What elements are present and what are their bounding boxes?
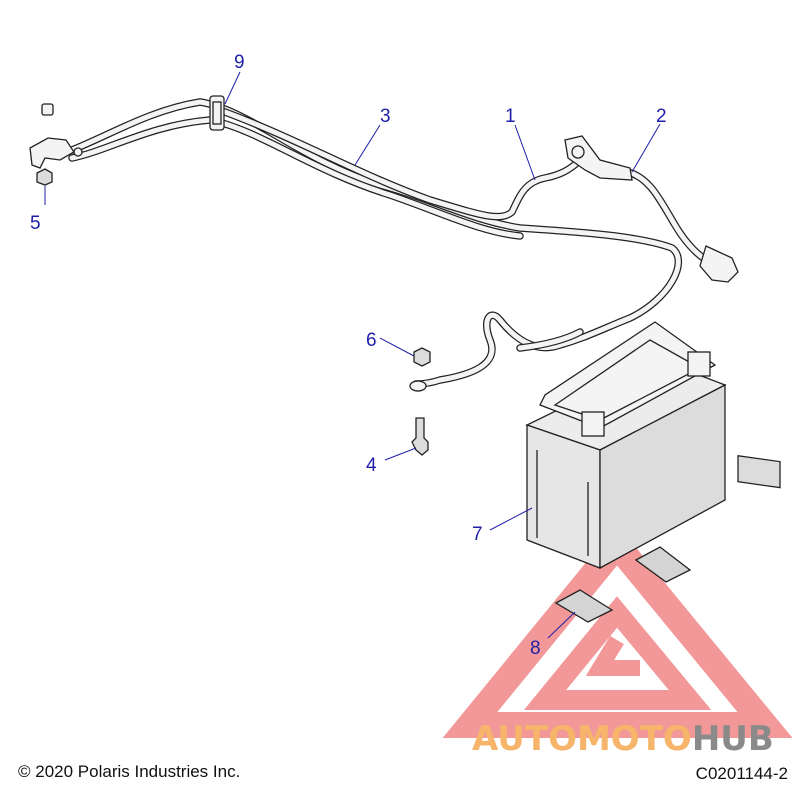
watermark-brand-part1: AUTOMOTO	[472, 719, 692, 759]
callout-3: 3	[380, 106, 391, 127]
callout-9: 9	[234, 52, 245, 73]
callout-labels: 1 2 3 4 5 6 7 8 9	[30, 52, 667, 659]
callout-2: 2	[656, 106, 667, 127]
pads-8	[554, 454, 781, 623]
copyright-notice: © 2020 Polaris Industries Inc.	[18, 762, 241, 781]
nut-6	[413, 347, 431, 367]
bolt-4	[411, 417, 429, 456]
callout-7: 7	[472, 524, 483, 545]
callout-1: 1	[505, 106, 516, 127]
nut-5	[36, 168, 53, 186]
ring-terminal	[409, 380, 427, 392]
watermark-logo	[442, 524, 793, 738]
right-terminal-boot	[564, 135, 739, 283]
watermark-brand: AUTOMOTOHUB	[472, 719, 774, 759]
callout-4: 4	[366, 455, 377, 476]
cable-1	[221, 108, 584, 221]
watermark-brand-part2: HUB	[692, 719, 774, 759]
cable-clip-9	[209, 95, 225, 131]
callout-6: 6	[366, 330, 377, 351]
figure-id: C0201144-2	[695, 764, 788, 783]
battery-7	[525, 321, 727, 570]
left-terminal-boot	[29, 103, 83, 169]
callout-5: 5	[30, 213, 41, 234]
callout-8: 8	[530, 638, 541, 659]
leader-lines	[44, 71, 661, 639]
